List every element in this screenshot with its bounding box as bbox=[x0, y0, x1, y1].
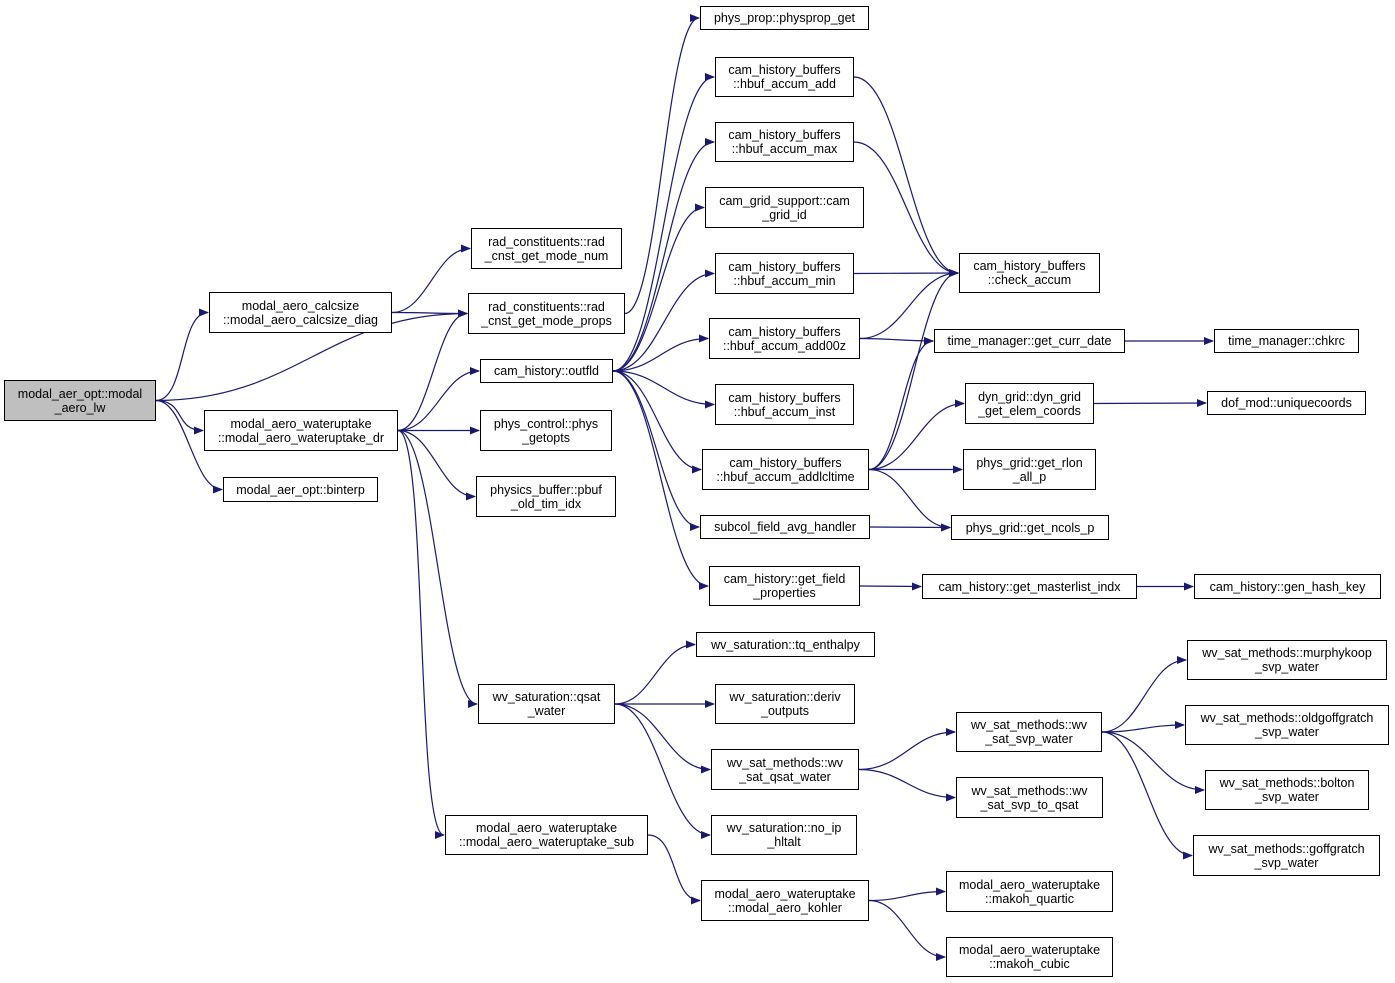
edge-calcsize-to-mode_props bbox=[391, 309, 468, 318]
node-get-ncols[interactable]: phys_grid::get_ncols_p bbox=[951, 515, 1109, 540]
node-get-field-props[interactable]: cam_history::get_field _properties bbox=[709, 566, 860, 606]
edge-wateruptake_dr-to-mode_props bbox=[397, 309, 468, 432]
node-kohler[interactable]: modal_aero_wateruptake ::modal_aero_kohl… bbox=[701, 880, 869, 921]
node-murphykoop[interactable]: wv_sat_methods::murphykoop _svp_water bbox=[1187, 640, 1387, 680]
edge-wateruptake_dr-to-outfld bbox=[397, 367, 480, 432]
edge-wateruptake_sub-to-kohler bbox=[647, 834, 701, 905]
edge-outfld-to-subcol bbox=[612, 370, 700, 531]
edge-accum_min-to-check_accum bbox=[853, 269, 959, 278]
edge-outfld-to-accum_addlcltime bbox=[612, 370, 702, 474]
node-outfld[interactable]: cam_history::outfld bbox=[480, 359, 613, 383]
node-uniquecoords[interactable]: dof_mod::uniquecoords bbox=[1207, 391, 1366, 415]
node-oldgoffgratch[interactable]: wv_sat_methods::oldgoffgratch _svp_water bbox=[1185, 705, 1389, 745]
edge-outfld-to-get_field_props bbox=[612, 370, 709, 590]
edge-kohler-to-makoh_cubic bbox=[868, 899, 946, 961]
edge-qsat_water-to-tq_enthalpy bbox=[614, 640, 696, 705]
node-chkrc[interactable]: time_manager::chkrc bbox=[1214, 329, 1359, 353]
edge-sat_svp_water-to-murphykoop bbox=[1101, 656, 1187, 733]
node-no-ip-hltalt[interactable]: wv_saturation::no_ip _hltalt bbox=[711, 815, 857, 855]
edge-root-to-mode_props bbox=[155, 309, 468, 402]
node-grid-id[interactable]: cam_grid_support::cam _grid_id bbox=[705, 187, 864, 228]
node-elem-coords[interactable]: dyn_grid::dyn_grid _get_elem_coords bbox=[965, 383, 1094, 424]
edge-outfld-to-accum_add bbox=[612, 73, 715, 372]
node-accum-max[interactable]: cam_history_buffers ::hbuf_accum_max bbox=[715, 122, 854, 162]
node-pbuf[interactable]: physics_buffer::pbuf _old_tim_idx bbox=[476, 476, 616, 517]
edge-root-to-wateruptake_dr bbox=[155, 399, 204, 435]
edge-accum_addlcltime-to-elem_coords bbox=[868, 399, 965, 471]
edge-root-to-binterp bbox=[155, 399, 223, 494]
edge-sat_qsat_water-to-svp_to_qsat bbox=[858, 768, 956, 802]
node-accum-add00z[interactable]: cam_history_buffers ::hbuf_accum_add00z bbox=[709, 318, 860, 359]
node-calcsize[interactable]: modal_aero_calcsize ::modal_aero_calcsiz… bbox=[209, 292, 392, 333]
edge-sat_qsat_water-to-sat_svp_water bbox=[858, 728, 956, 771]
node-mode-props[interactable]: rad_constituents::rad _cnst_get_mode_pro… bbox=[468, 293, 625, 334]
edge-sat_svp_water-to-oldgoffgratch bbox=[1101, 721, 1185, 733]
node-get-rlon[interactable]: phys_grid::get_rlon _all_p bbox=[963, 449, 1096, 490]
node-accum-inst[interactable]: cam_history_buffers ::hbuf_accum_inst bbox=[715, 384, 854, 425]
edge-calcsize-to-mode_num bbox=[391, 244, 471, 314]
node-accum-addlcltime[interactable]: cam_history_buffers ::hbuf_accum_addlclt… bbox=[702, 449, 869, 490]
node-tq-enthalpy[interactable]: wv_saturation::tq_enthalpy bbox=[696, 632, 875, 657]
edge-get_field_props-to-masterlist bbox=[859, 582, 922, 591]
edge-wateruptake_dr-to-wateruptake_sub bbox=[397, 429, 445, 839]
edge-accum_max-to-check_accum bbox=[853, 141, 959, 277]
edge-kohler-to-makoh_quartic bbox=[868, 887, 946, 902]
edge-accum_addlcltime-to-check_accum bbox=[868, 269, 959, 471]
node-hash-key[interactable]: cam_history::gen_hash_key bbox=[1194, 574, 1381, 599]
edge-outfld-to-accum_add00z bbox=[612, 334, 709, 372]
edge-accum_add00z-to-check_accum bbox=[859, 269, 959, 340]
node-sat-qsat-water[interactable]: wv_sat_methods::wv _sat_qsat_water bbox=[711, 749, 859, 790]
edge-root-to-calcsize bbox=[155, 308, 209, 402]
node-subcol[interactable]: subcol_field_avg_handler bbox=[700, 515, 870, 539]
edge-accum_addlcltime-to-curr_date bbox=[868, 337, 934, 471]
node-wateruptake-dr[interactable]: modal_aero_wateruptake ::modal_aero_wate… bbox=[204, 410, 398, 451]
node-root[interactable]: modal_aer_opt::modal _aero_lw bbox=[4, 380, 156, 421]
node-makoh-cubic[interactable]: modal_aero_wateruptake ::makoh_cubic bbox=[946, 937, 1113, 977]
edge-outfld-to-accum_inst bbox=[612, 370, 715, 409]
node-getopts[interactable]: phys_control::phys _getopts bbox=[480, 410, 612, 451]
edge-wateruptake_dr-to-pbuf bbox=[397, 429, 476, 501]
node-sat-svp-water[interactable]: wv_sat_methods::wv _sat_svp_water bbox=[956, 712, 1102, 752]
edge-qsat_water-to-no_ip_hltalt bbox=[614, 703, 711, 839]
edge-subcol-to-get_ncols bbox=[869, 523, 951, 532]
edge-accum_add-to-check_accum bbox=[853, 76, 959, 277]
node-mode-num[interactable]: rad_constituents::rad _cnst_get_mode_num bbox=[471, 228, 622, 269]
edge-mode_props-to-physprop bbox=[624, 14, 700, 315]
edge-outfld-to-accum_max bbox=[612, 138, 715, 372]
edge-outfld-to-accum_min bbox=[612, 269, 715, 372]
node-svp-to-qsat[interactable]: wv_sat_methods::wv _sat_svp_to_qsat bbox=[956, 777, 1103, 818]
node-physprop[interactable]: phys_prop::physprop_get bbox=[700, 6, 869, 30]
node-accum-add[interactable]: cam_history_buffers ::hbuf_accum_add bbox=[715, 57, 854, 97]
node-accum-min[interactable]: cam_history_buffers ::hbuf_accum_min bbox=[715, 253, 854, 294]
node-check-accum[interactable]: cam_history_buffers ::check_accum bbox=[959, 253, 1100, 293]
edge-elem_coords-to-uniquecoords bbox=[1093, 399, 1207, 408]
edge-wateruptake_dr-to-qsat_water bbox=[397, 429, 478, 708]
node-bolton[interactable]: wv_sat_methods::bolton _svp_water bbox=[1205, 770, 1369, 810]
node-deriv-outputs[interactable]: wv_saturation::deriv _outputs bbox=[715, 684, 855, 724]
node-binterp[interactable]: modal_aer_opt::binterp bbox=[223, 477, 378, 502]
edge-sat_svp_water-to-bolton bbox=[1101, 731, 1205, 794]
node-curr-date[interactable]: time_manager::get_curr_date bbox=[934, 329, 1125, 353]
node-goffgratch[interactable]: wv_sat_methods::goffgratch _svp_water bbox=[1193, 835, 1380, 876]
node-wateruptake-sub[interactable]: modal_aero_wateruptake ::modal_aero_wate… bbox=[445, 815, 648, 855]
edge-accum_addlcltime-to-get_ncols bbox=[868, 468, 951, 532]
node-makoh-quartic[interactable]: modal_aero_wateruptake ::makoh_quartic bbox=[946, 871, 1113, 912]
edge-qsat_water-to-sat_qsat_water bbox=[614, 703, 711, 774]
node-masterlist[interactable]: cam_history::get_masterlist_indx bbox=[922, 574, 1137, 599]
edge-sat_svp_water-to-goffgratch bbox=[1101, 731, 1193, 860]
node-qsat-water[interactable]: wv_saturation::qsat _water bbox=[478, 684, 615, 724]
edge-outfld-to-grid_id bbox=[612, 203, 705, 372]
